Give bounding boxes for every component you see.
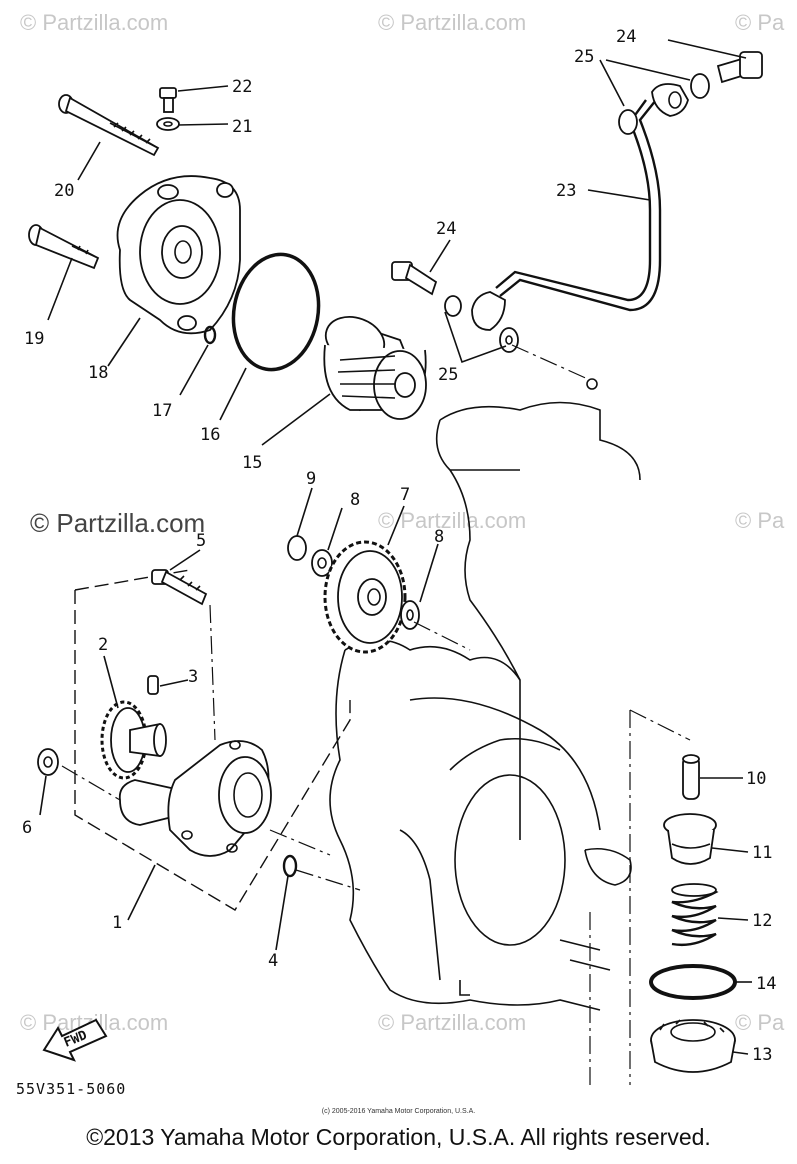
watermark: © Partzilla.com xyxy=(20,10,168,35)
relief-valve-line xyxy=(629,709,691,1085)
pin-10 xyxy=(682,754,700,800)
part-label-24-lower: 24 xyxy=(436,219,456,239)
part-label-6: 6 xyxy=(22,818,32,838)
watermark: © Pa xyxy=(735,1010,785,1035)
part-label-21: 21 xyxy=(232,117,252,137)
watermark-main: © Partzilla.com xyxy=(30,508,205,538)
watermark: © Pa xyxy=(735,508,785,533)
spring-12 xyxy=(671,883,719,947)
washer-21 xyxy=(156,117,180,131)
part-label-8b: 8 xyxy=(434,527,444,547)
part-labels: 1 2 3 4 5 6 7 8 8 9 10 11 12 13 14 15 16… xyxy=(22,27,776,1065)
part-label-10: 10 xyxy=(746,769,766,789)
part-label-22: 22 xyxy=(232,77,252,97)
part-label-20: 20 xyxy=(54,181,74,201)
part-label-3: 3 xyxy=(188,667,198,687)
watermark: © Partzilla.com xyxy=(378,1010,526,1035)
plug-13 xyxy=(650,1019,736,1073)
sleeve-6 xyxy=(37,748,59,776)
dowel-pin-3 xyxy=(147,675,159,695)
leader-lines xyxy=(39,39,752,1055)
forward-arrow: FWD xyxy=(42,1018,108,1062)
bolt-22 xyxy=(159,87,177,113)
crankcase-outline xyxy=(329,401,641,1011)
watermark: © Pa xyxy=(735,10,785,35)
washer-25-lower-b xyxy=(499,327,519,353)
bolt-5 xyxy=(151,569,208,606)
washer-25-upper-b xyxy=(690,73,710,99)
part-label-14: 14 xyxy=(756,974,776,994)
small-copyright: (c) 2005-2016 Yamaha Motor Corporation, … xyxy=(321,1108,476,1115)
watermark: © Partzilla.com xyxy=(378,10,526,35)
part-label-24-upper: 24 xyxy=(616,27,636,47)
gear-2 xyxy=(100,700,167,780)
watermark-layer: © Partzilla.com © Partzilla.com © Pa © P… xyxy=(20,10,785,1035)
bolt-19 xyxy=(28,224,100,270)
watermark: © Partzilla.com xyxy=(378,508,526,533)
gear-7 xyxy=(323,540,407,654)
valve-11 xyxy=(663,813,717,865)
washer-25-upper-a xyxy=(618,109,638,135)
part-label-7: 7 xyxy=(400,485,410,505)
part-label-1: 1 xyxy=(112,913,122,933)
filter-cover-18 xyxy=(116,175,241,335)
washer-8-b xyxy=(400,600,420,630)
part-label-15: 15 xyxy=(242,453,262,473)
pump-assembly-box xyxy=(74,590,351,911)
bolt-20 xyxy=(58,94,160,157)
part-label-25-upper: 25 xyxy=(574,47,594,67)
oil-pump-1 xyxy=(118,740,272,857)
part-label-12: 12 xyxy=(752,911,772,931)
part-label-17: 17 xyxy=(152,401,172,421)
oil-pipe-23 xyxy=(471,83,689,331)
part-label-19: 19 xyxy=(24,329,44,349)
part-label-11: 11 xyxy=(752,843,772,863)
part-label-23: 23 xyxy=(556,181,576,201)
part-label-2: 2 xyxy=(98,635,108,655)
o-ring-16 xyxy=(231,252,321,372)
o-ring-17 xyxy=(203,325,217,345)
part-label-5: 5 xyxy=(196,531,206,551)
part-label-9: 9 xyxy=(306,469,316,489)
circlip-9 xyxy=(287,535,307,561)
oil-filter-15 xyxy=(323,316,427,420)
part-label-13: 13 xyxy=(752,1045,772,1065)
o-ring-4 xyxy=(282,854,298,878)
part-label-4: 4 xyxy=(268,951,278,971)
part-label-8: 8 xyxy=(350,490,360,510)
part-label-18: 18 xyxy=(88,363,108,383)
copyright-notice: ©2013 Yamaha Motor Corporation, U.S.A. A… xyxy=(86,1124,711,1150)
union-bolt-24-lower xyxy=(391,261,438,296)
washer-8-a xyxy=(311,549,333,577)
part-label-25-lower: 25 xyxy=(438,365,458,385)
union-bolt-24-upper xyxy=(716,51,763,84)
washer-25-lower-a xyxy=(444,295,462,317)
part-label-16: 16 xyxy=(200,425,220,445)
o-ring-14 xyxy=(649,964,737,1000)
diagram-code: 55V351-5060 xyxy=(16,1080,127,1098)
